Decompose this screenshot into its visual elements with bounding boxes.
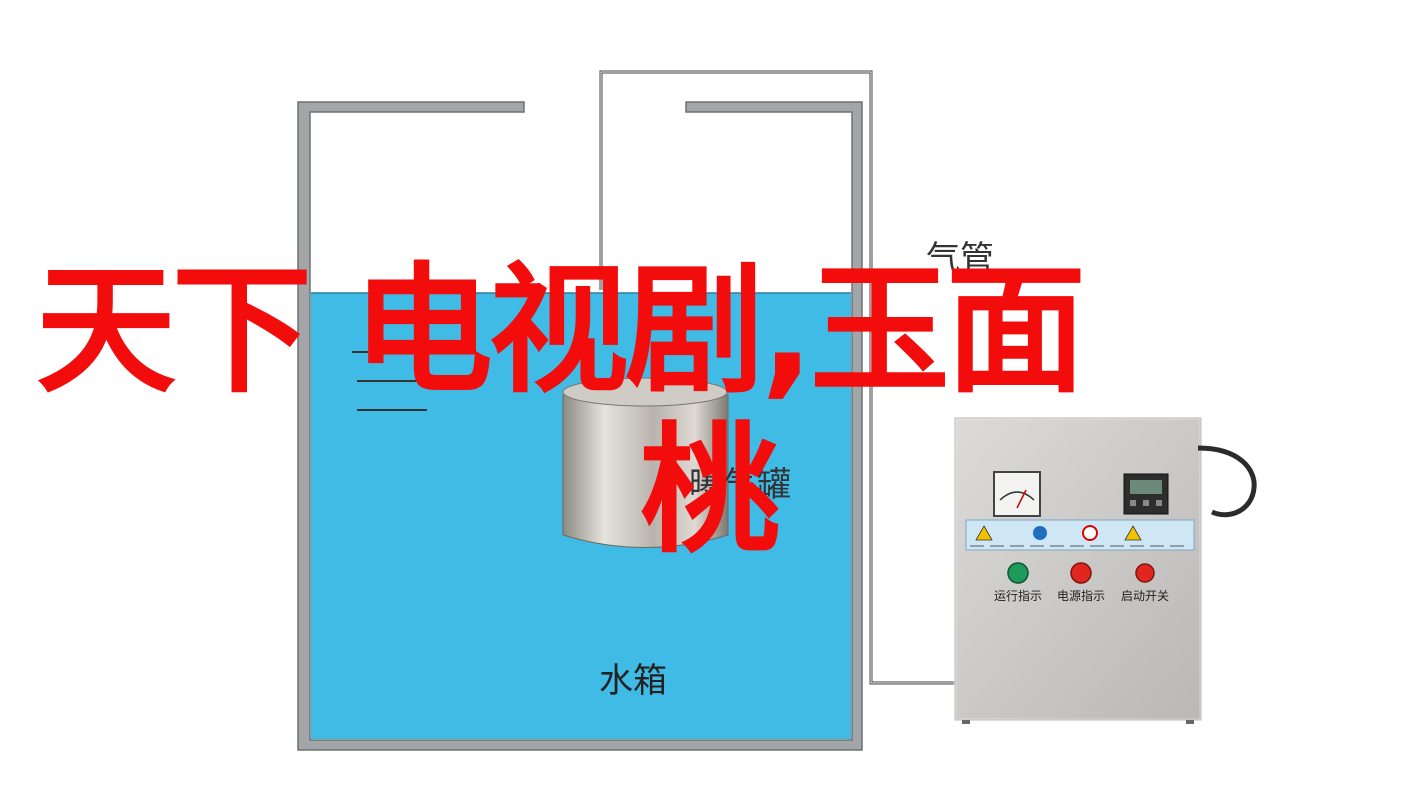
air-pipe-label: 气管: [926, 239, 994, 279]
overlay-title-line2: 桃: [640, 410, 781, 573]
start-switch-button: [1135, 563, 1155, 583]
water-tank-label: 水箱: [599, 661, 667, 701]
air-pipe-inner: [600, 71, 958, 684]
ammeter-icon: [993, 471, 1041, 517]
button-label-start: 启动开关: [1121, 589, 1169, 603]
power-indicator-button: [1070, 562, 1092, 584]
exposure-tank: [562, 377, 729, 548]
tank-wall-outer: [297, 101, 863, 751]
overlay-title-line1: 天下 电视剧,玉面: [36, 250, 1086, 413]
exposure-tank-label: 曝气罐: [689, 465, 791, 505]
run-indicator-button: [1007, 562, 1029, 584]
warning-label-strip: [965, 519, 1195, 551]
button-label-power: 电源指示: [1057, 588, 1105, 603]
button-label-run: 运行指示: [994, 588, 1042, 603]
digital-controller-icon: [1123, 473, 1169, 515]
power-cable: [1197, 445, 1257, 518]
control-box: 运行指示 电源指示 启动开关: [953, 416, 1257, 724]
